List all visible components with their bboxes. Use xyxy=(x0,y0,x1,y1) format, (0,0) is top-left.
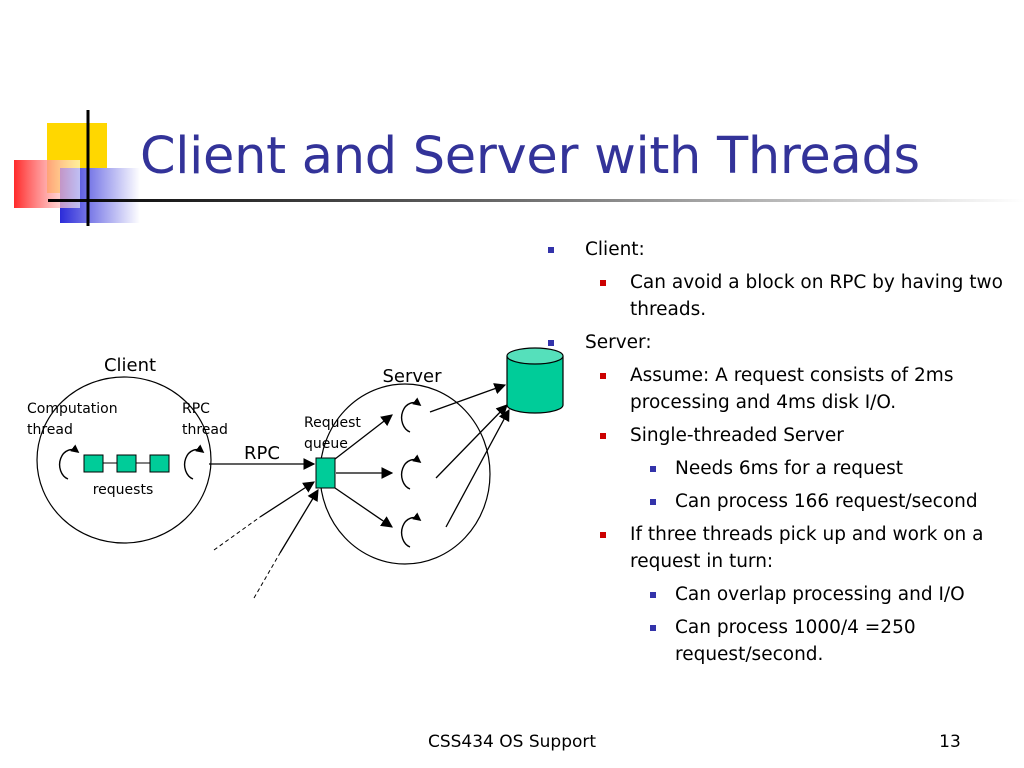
disk-icon xyxy=(506,347,564,414)
bullet-text: Assume: A request consists of 2ms proces… xyxy=(630,365,954,413)
bullet-marker xyxy=(650,499,656,505)
server-thread-icon xyxy=(400,512,422,548)
disk-access-arrow xyxy=(445,408,510,528)
rpc-label: RPC xyxy=(244,443,280,464)
bullet-item: Needs 6ms for a request xyxy=(548,455,1018,482)
bullet-item: Server: xyxy=(548,329,1018,356)
computation-thread-label: Computation xyxy=(27,401,118,417)
bullet-text: Client: xyxy=(585,239,645,260)
rpc-thread-icon xyxy=(183,444,205,480)
computation-thread-icon xyxy=(58,444,80,480)
request-queue-box xyxy=(315,457,336,489)
server-thread-icon xyxy=(400,397,422,433)
title-decoration xyxy=(14,110,1024,226)
client-circle xyxy=(36,376,212,544)
bullet-item: Can overlap processing and I/O xyxy=(548,581,1018,608)
bullet-item: Client: xyxy=(548,236,1018,263)
bullet-marker xyxy=(548,340,554,346)
title-rule xyxy=(48,199,1024,202)
request-queue-label-2: queue xyxy=(304,436,348,452)
bullet-marker xyxy=(650,592,656,598)
bullet-marker xyxy=(600,433,606,439)
bullet-item: If three threads pick up and work on a r… xyxy=(548,521,1018,575)
incoming-request-arrow xyxy=(279,488,319,554)
server-circle xyxy=(319,383,491,565)
disk-access-arrow xyxy=(435,404,508,479)
bullet-text: Can overlap processing and I/O xyxy=(675,584,965,605)
bullet-item: Single-threaded Server xyxy=(548,422,1018,449)
bullet-text: If three threads pick up and work on a r… xyxy=(630,524,984,572)
request-box xyxy=(83,454,104,473)
bullet-marker xyxy=(650,466,656,472)
dispatch-arrow xyxy=(334,414,393,460)
bullet-marker xyxy=(650,625,656,631)
request-box xyxy=(149,454,170,473)
request-queue-label: Request xyxy=(304,415,361,431)
client-label: Client xyxy=(104,355,156,376)
slide-title: Client and Server with Threads xyxy=(140,127,920,186)
footer-title: CSS434 OS Support xyxy=(427,732,597,752)
bullet-item: Assume: A request consists of 2ms proces… xyxy=(548,362,1018,416)
dispatch-arrow xyxy=(334,487,393,528)
server-label: Server xyxy=(382,366,442,387)
bullet-item: Can process 1000/4 =250 request/second. xyxy=(548,614,1018,668)
bullet-item: Can process 166 request/second xyxy=(548,488,1018,515)
computation-thread-label-2: thread xyxy=(27,422,73,438)
request-box xyxy=(116,454,137,473)
requests-label: requests xyxy=(93,482,154,498)
bullet-marker xyxy=(600,373,606,379)
bullet-text: Can process 166 request/second xyxy=(675,491,978,512)
bullet-text: Single-threaded Server xyxy=(630,425,844,446)
bullet-text: Server: xyxy=(585,332,652,353)
incoming-request-arrow xyxy=(259,481,315,518)
bullet-marker xyxy=(600,280,606,286)
incoming-request-dashed xyxy=(253,552,281,599)
bullet-text: Can avoid a block on RPC by having two t… xyxy=(630,272,1003,320)
bullet-item: Can avoid a block on RPC by having two t… xyxy=(548,269,1018,323)
page-number: 13 xyxy=(939,732,961,752)
bullet-text: Can process 1000/4 =250 request/second. xyxy=(675,617,916,665)
bullet-text: Needs 6ms for a request xyxy=(675,458,904,479)
disk-access-arrow xyxy=(429,383,507,413)
incoming-request-dashed xyxy=(213,516,261,551)
bullet-marker xyxy=(600,532,606,538)
bullet-list: Client: Can avoid a block on RPC by havi… xyxy=(548,236,1018,668)
server-thread-icon xyxy=(400,454,422,490)
rpc-thread-label: RPC xyxy=(182,401,210,417)
bullet-marker xyxy=(548,247,554,253)
rpc-thread-label-2: thread xyxy=(182,422,228,438)
